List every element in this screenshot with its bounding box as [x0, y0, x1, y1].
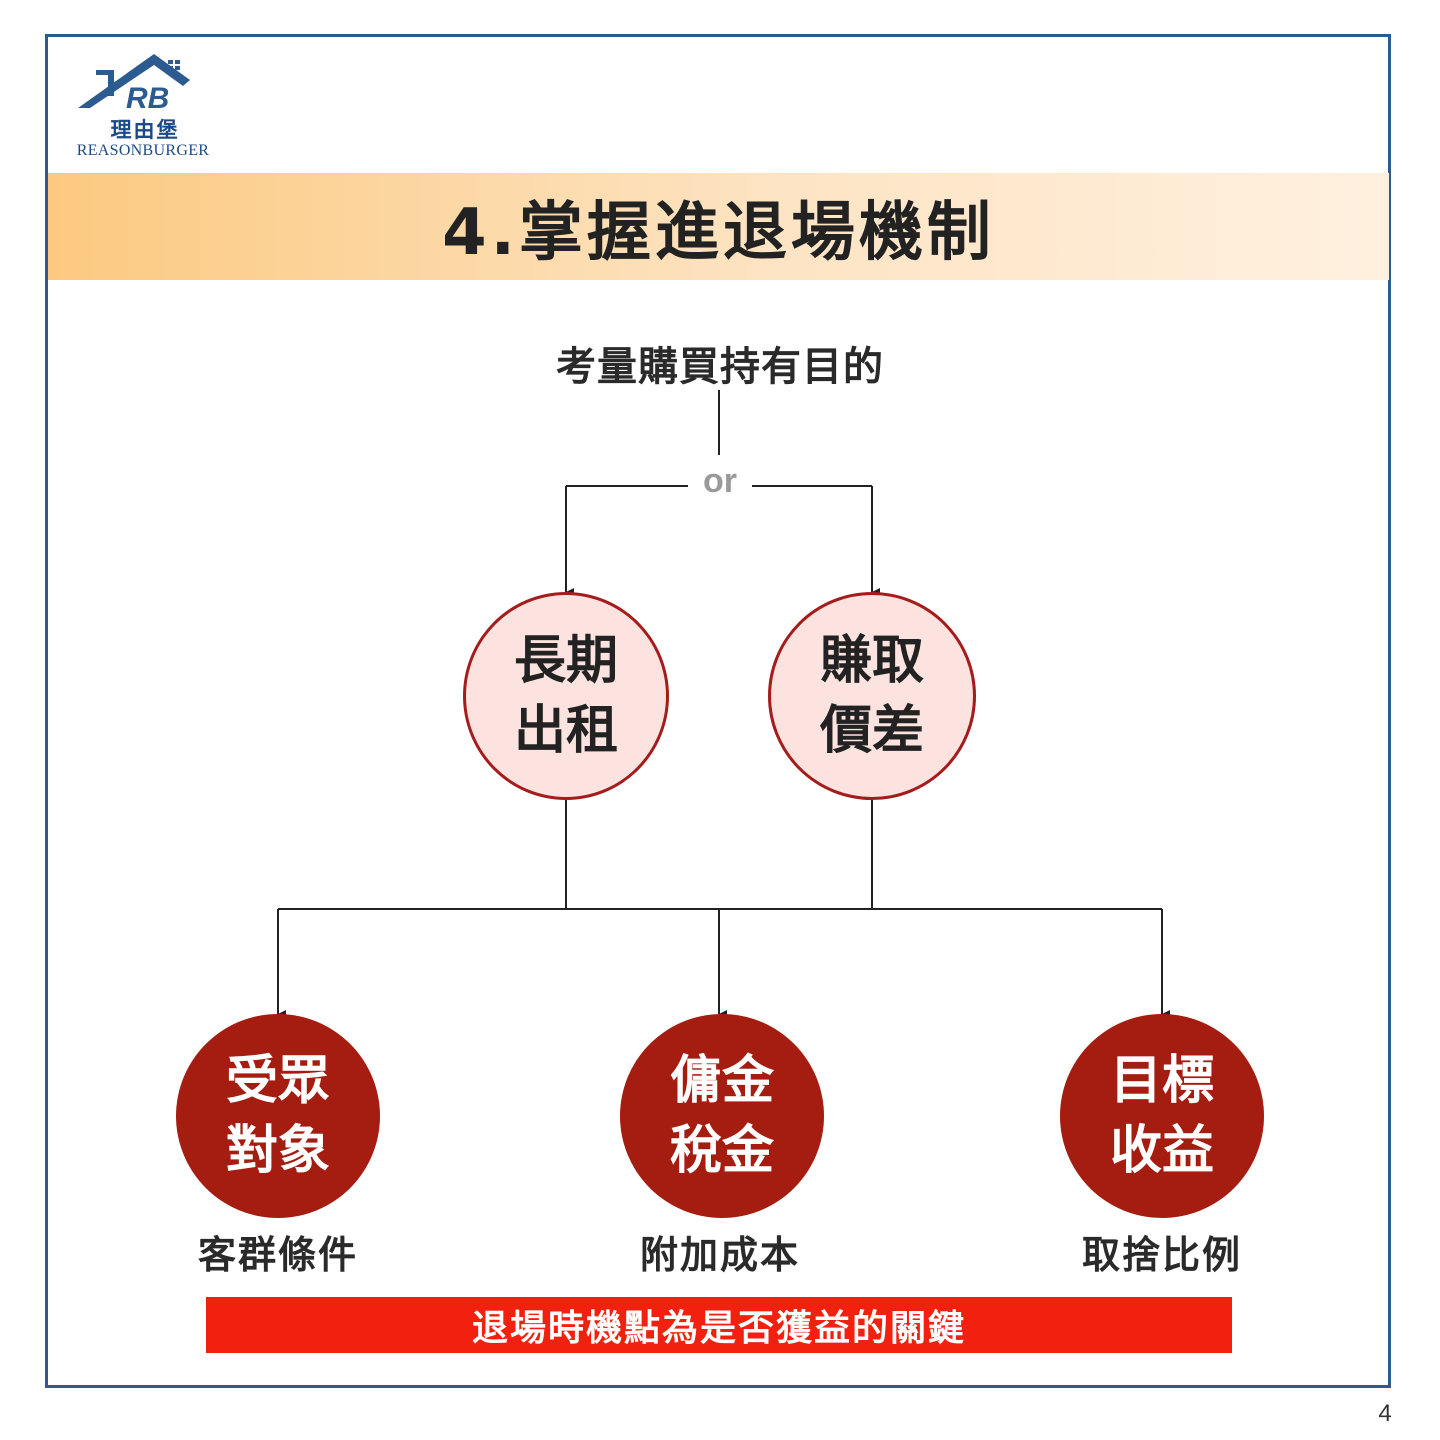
- logo-mark: RB: [126, 82, 169, 115]
- root-node: 考量購買持有目的: [556, 344, 884, 390]
- caption-costs: 附加成本: [639, 1233, 800, 1277]
- key-point-banner: 退場時機點為是否獲益的關鍵: [206, 1297, 1232, 1353]
- node-target-audience: 受眾 對象: [176, 1014, 380, 1218]
- node-line-2: 對象: [225, 1121, 330, 1181]
- node-line-1: 賺取: [819, 631, 924, 691]
- node-line-2: 出租: [513, 701, 618, 761]
- banner-text: 退場時機點為是否獲益的關鍵: [471, 1308, 966, 1349]
- node-line-2: 稅金: [669, 1121, 774, 1181]
- node-line-2: 價差: [819, 701, 924, 761]
- slide-frame: [45, 34, 1391, 1388]
- caption-audience: 客群條件: [197, 1233, 358, 1277]
- node-target-return: 目標 收益: [1060, 1014, 1264, 1218]
- node-line-1: 受眾: [225, 1051, 330, 1111]
- title-band: 4.掌握進退場機制: [48, 173, 1389, 280]
- node-line-2: 收益: [1109, 1121, 1214, 1181]
- logo-chinese-name: 理由堡: [110, 117, 180, 142]
- reasonburger-logo-icon: RB: [78, 54, 190, 115]
- caption-target: 取捨比例: [1081, 1233, 1242, 1277]
- node-long-term-rent: 長期 出租: [463, 592, 669, 800]
- node-price-spread: 賺取 價差: [768, 592, 976, 800]
- page-title: 4.掌握進退場機制: [442, 195, 995, 270]
- node-line-1: 目標: [1109, 1051, 1214, 1111]
- page-number: 4: [1378, 1400, 1392, 1427]
- node-line-1: 長期: [513, 631, 618, 691]
- logo-english-name: REASONBURGER: [76, 142, 210, 159]
- node-commission-tax: 傭金 稅金: [620, 1014, 824, 1218]
- node-line-1: 傭金: [669, 1051, 774, 1111]
- or-connector-label: or: [688, 462, 752, 501]
